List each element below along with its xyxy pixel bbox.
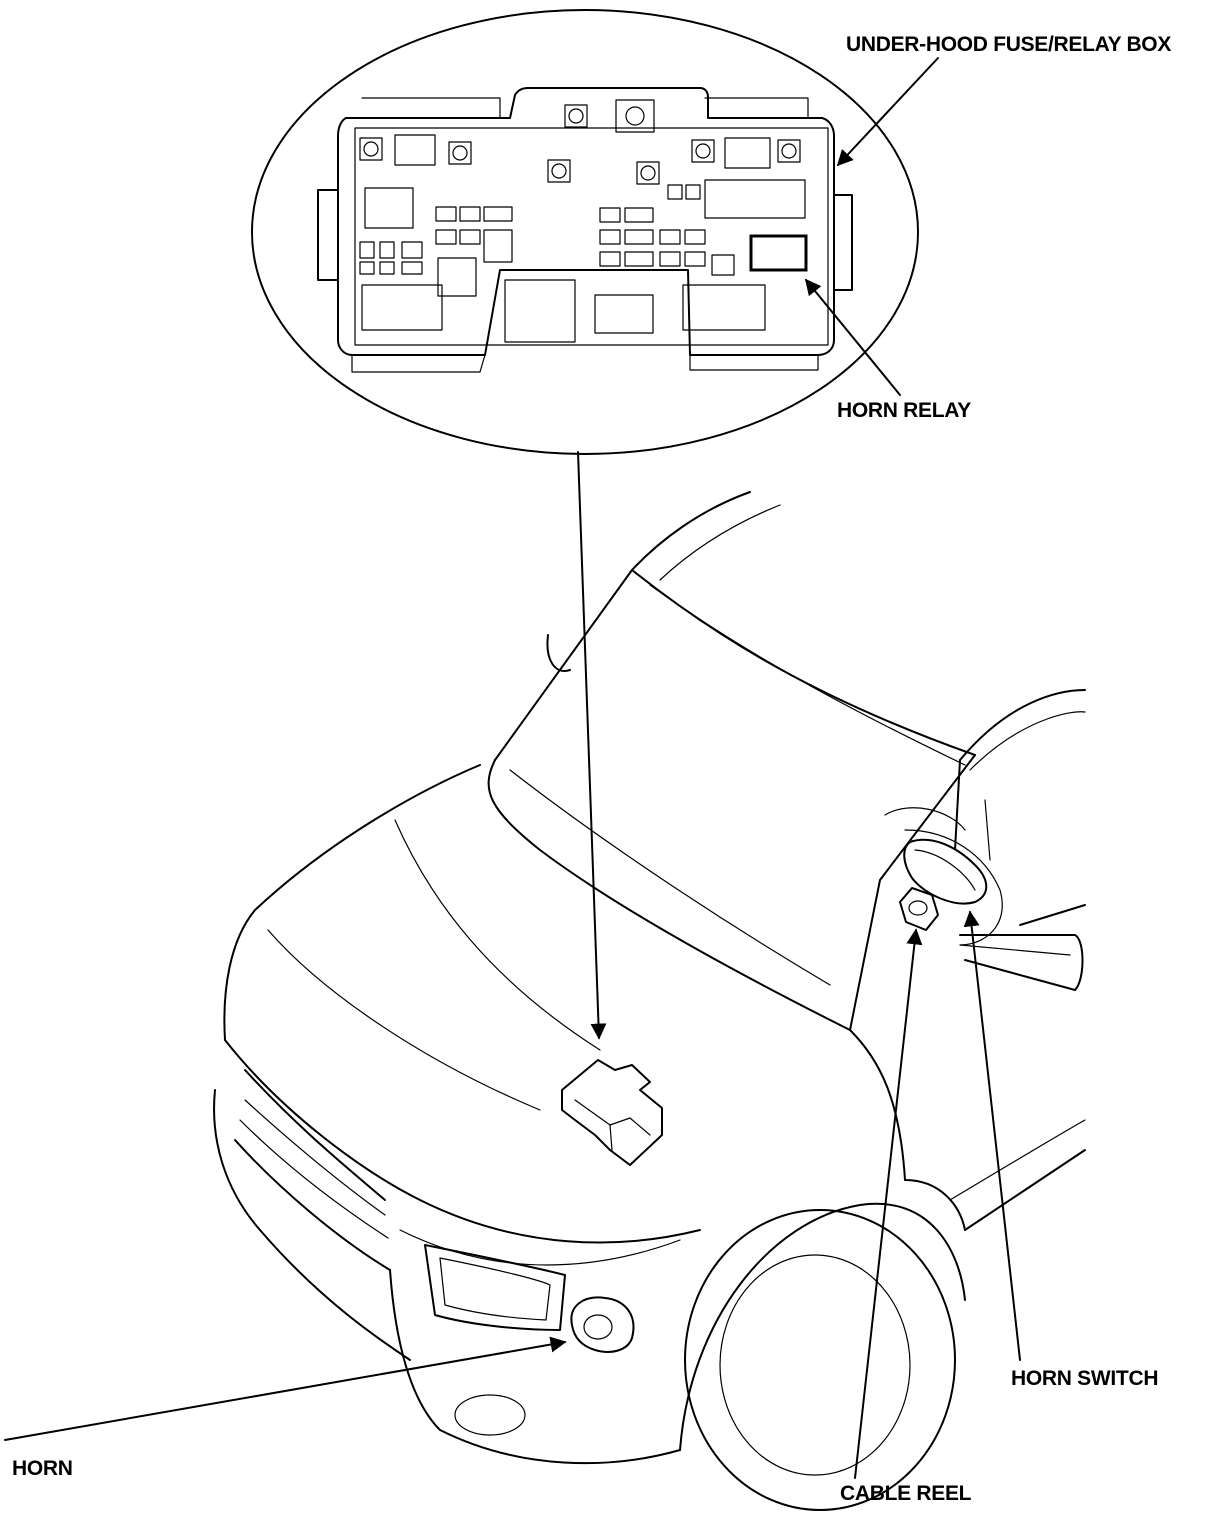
label-horn-switch: HORN SWITCH: [1011, 1367, 1159, 1390]
cable-reel-icon: [899, 887, 939, 931]
label-horn: HORN: [12, 1457, 73, 1480]
label-horn-relay: HORN RELAY: [837, 399, 971, 422]
leader-lines: [4, 57, 1021, 1479]
zoom-bubble: [251, 9, 919, 455]
fuse-box-location-icon: [561, 1059, 663, 1166]
horn-switch-icon: [903, 838, 988, 905]
vehicle-outline: [213, 491, 1086, 1511]
fuse-relay-box-detail: [317, 87, 853, 373]
horn-icon: [570, 1296, 635, 1353]
label-fuse-relay-box: UNDER-HOOD FUSE/RELAY BOX: [846, 33, 1172, 56]
label-cable-reel: CABLE REEL: [840, 1482, 972, 1505]
horn-relay-highlight: [749, 234, 808, 272]
